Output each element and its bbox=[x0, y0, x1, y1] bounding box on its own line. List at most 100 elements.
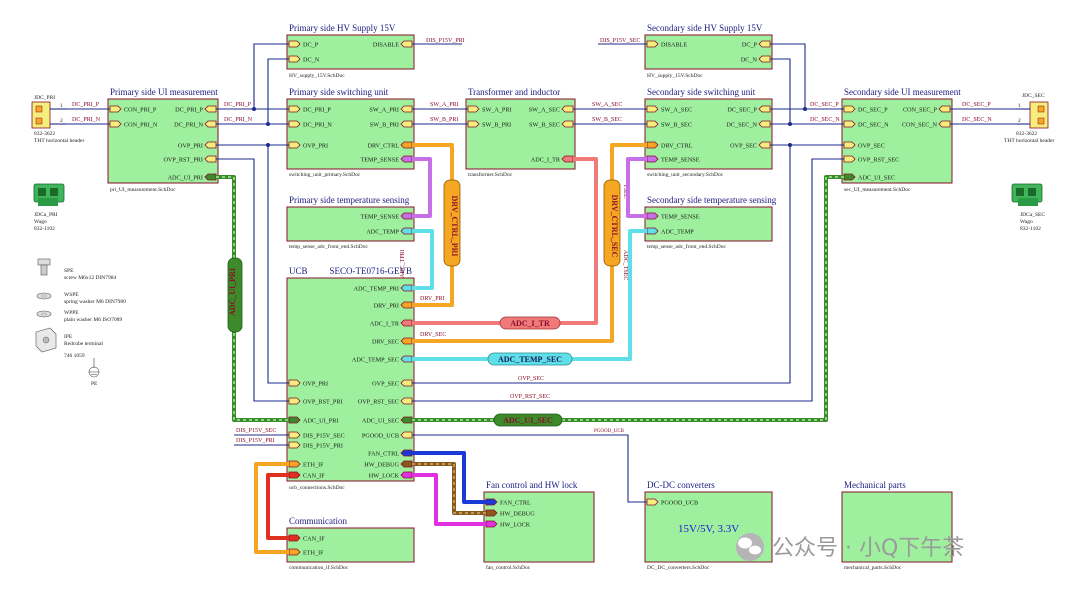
earth-ground-icon bbox=[88, 358, 100, 378]
net-label: OVP_SEC bbox=[518, 376, 544, 382]
port-label: PGOOD_UCB bbox=[362, 433, 399, 440]
bus-label-text: DRV_CTRL_SEC bbox=[610, 195, 619, 258]
net-label: DC_PRI_N bbox=[72, 117, 101, 123]
port-label: DC_PRI_P bbox=[175, 107, 203, 114]
part-label: WSPE bbox=[64, 292, 79, 298]
wago-plug-icon bbox=[1011, 183, 1043, 206]
part-label: 2 bbox=[1018, 118, 1021, 124]
block-title: Secondary side switching unit bbox=[647, 87, 756, 97]
port-connector-icon bbox=[561, 120, 574, 128]
port-label: CON_PRI_N bbox=[124, 122, 158, 129]
block-filename: switching_unit_secondary.SchDoc bbox=[647, 172, 724, 178]
port-label: DIS_P15V_PRI bbox=[303, 443, 343, 450]
part-label: Wago bbox=[1020, 219, 1033, 225]
port-connector-icon bbox=[485, 509, 498, 517]
port-label: DRV_PRI bbox=[374, 303, 399, 310]
block-ui-sec[interactable]: Secondary side UI measurement sec_UI_mea… bbox=[841, 87, 961, 193]
block-filename: mechanical_parts.SchDoc bbox=[844, 565, 902, 571]
block-ui-pri[interactable]: Primary side UI measurement pri_UI_measu… bbox=[107, 87, 219, 193]
port-label: DISABLE bbox=[373, 42, 399, 49]
dcdc-voltage-note: 15V/5V, 3.3V bbox=[678, 523, 739, 535]
port-connector-icon bbox=[204, 105, 217, 113]
port-connector-icon bbox=[758, 55, 771, 63]
block-mechanical[interactable]: Mechanical parts mechanical_parts.SchDoc bbox=[841, 480, 953, 571]
port-label: SW_B_PRI bbox=[370, 122, 399, 129]
port-connector-icon bbox=[843, 105, 856, 113]
connector-jdca-pri[interactable]: JDCa_PRI Wago 832-1102 bbox=[33, 183, 65, 232]
port-connector-icon bbox=[938, 105, 951, 113]
port-connector-icon bbox=[843, 155, 856, 163]
port-label: CON_SEC_N bbox=[902, 122, 938, 129]
block-temp-sec[interactable]: Secondary side temperature sensing temp_… bbox=[644, 195, 777, 250]
net-label: DC_SEC_P bbox=[962, 102, 991, 108]
part-label: JDC_SEC bbox=[1022, 93, 1045, 99]
port-connector-icon bbox=[400, 397, 413, 405]
port-connector-icon bbox=[204, 141, 217, 149]
block-sw-sec[interactable]: Secondary side switching unit switching_… bbox=[644, 87, 773, 178]
block-title: Primary side temperature sensing bbox=[289, 195, 410, 205]
block-temp-pri[interactable]: Primary side temperature sensing temp_se… bbox=[286, 195, 415, 250]
port-connector-icon bbox=[288, 471, 301, 479]
port-label: TEMP_SENSE bbox=[360, 214, 399, 221]
port-connector-icon bbox=[288, 534, 301, 542]
block-filename: switching_unit_primary.SchDoc bbox=[289, 172, 361, 178]
block-hv-pri[interactable]: Primary side HV Supply 15V HV_supply_15V… bbox=[286, 23, 415, 79]
port-connector-icon bbox=[400, 212, 413, 220]
port-label: ADC_UI_SEC bbox=[858, 175, 895, 182]
port-connector-icon bbox=[400, 379, 413, 387]
block-title: DC-DC converters bbox=[647, 480, 715, 490]
port-label: OVP_RST_PRI bbox=[303, 399, 343, 406]
net-label: DC_PRI_P bbox=[224, 102, 252, 108]
part-label: PE bbox=[91, 381, 98, 387]
block-title: UCB bbox=[289, 266, 308, 276]
part-label: THT horizontal header bbox=[34, 138, 84, 144]
connector-jdca-sec[interactable]: JDCa_SEC Wago 832-1102 bbox=[1011, 183, 1045, 232]
net-label: TSEC bbox=[622, 184, 628, 199]
terminal-icon bbox=[35, 327, 57, 353]
wago-plug-icon bbox=[33, 183, 65, 206]
net-label: PGOOD_UCB bbox=[594, 429, 625, 434]
block-filename: ucb_connections.SchDoc bbox=[289, 485, 345, 491]
port-connector-icon bbox=[467, 105, 480, 113]
port-connector-icon bbox=[400, 141, 413, 149]
block-title: Primary side HV Supply 15V bbox=[289, 23, 396, 33]
port-connector-icon bbox=[485, 498, 498, 506]
screw-icon bbox=[37, 258, 51, 276]
port-connector-icon bbox=[400, 105, 413, 113]
block-communication[interactable]: Communication communication_if.SchDoc CA… bbox=[286, 516, 415, 571]
port-connector-icon bbox=[646, 227, 659, 235]
block-fan-control[interactable]: Fan control and HW lock fan_control.SchD… bbox=[483, 480, 595, 571]
bus-label-adc-ui-pri: ADC_UI_PRI bbox=[227, 257, 243, 333]
bus-label-text: ADC_I_TR bbox=[510, 319, 550, 328]
connector-jdc-sec[interactable]: JDC_SEC 1 2 832-3622 THT horizontal head… bbox=[1004, 93, 1054, 144]
bus-labels: DRV_CTRL_PRI DRV_CTRL_SEC ADC_I_TR ADC_T… bbox=[227, 179, 621, 427]
port-connector-icon bbox=[843, 173, 856, 181]
block-filename: pri_UI_measurement.SchDoc bbox=[110, 187, 176, 193]
port-label: OVP_PRI bbox=[303, 143, 328, 150]
block-title: Primary side UI measurement bbox=[110, 87, 218, 97]
port-label: PGOOD_UCB bbox=[661, 500, 698, 507]
port-label: DC_SEC_P bbox=[858, 107, 888, 114]
block-ucb[interactable]: UCB SECO-TE0716-GEVB ucb_connections.Sch… bbox=[286, 266, 415, 491]
part-label: screw M6x12 DIN7984 bbox=[64, 275, 116, 281]
part-label: JDC_PRI bbox=[34, 95, 55, 101]
net-label: DIS_P15V_SEC bbox=[236, 428, 276, 434]
port-label: OVP_RST_PRI bbox=[163, 157, 203, 164]
port-label: OVP_RST_SEC bbox=[858, 157, 899, 164]
block-sw-pri[interactable]: Primary side switching unit switching_un… bbox=[286, 87, 415, 178]
port-connector-icon bbox=[843, 141, 856, 149]
port-label: DIS_P15V_SEC bbox=[303, 433, 345, 440]
block-transformer[interactable]: Transformer and inductor transformer.Sch… bbox=[465, 87, 576, 178]
connector-jdc-pri[interactable]: JDC_PRI 1 2 832-3622 THT horizontal head… bbox=[31, 95, 84, 144]
port-label: HW_LOCK bbox=[369, 473, 400, 480]
port-connector-icon bbox=[646, 141, 659, 149]
port-label: FAN_CTRL bbox=[500, 500, 531, 507]
port-connector-icon bbox=[646, 498, 659, 506]
block-hv-sec[interactable]: Secondary side HV Supply 15V HV_supply_1… bbox=[644, 23, 773, 79]
port-connector-icon bbox=[758, 105, 771, 113]
port-label: DC_P bbox=[742, 42, 758, 49]
part-label: WPPE bbox=[64, 310, 79, 316]
port-label: SW_B_SEC bbox=[661, 122, 692, 129]
port-connector-icon bbox=[400, 337, 413, 345]
net-labels: DC_PRI_P DC_PRI_N DC_SEC_P DC_SEC_N DC_P… bbox=[72, 38, 992, 444]
